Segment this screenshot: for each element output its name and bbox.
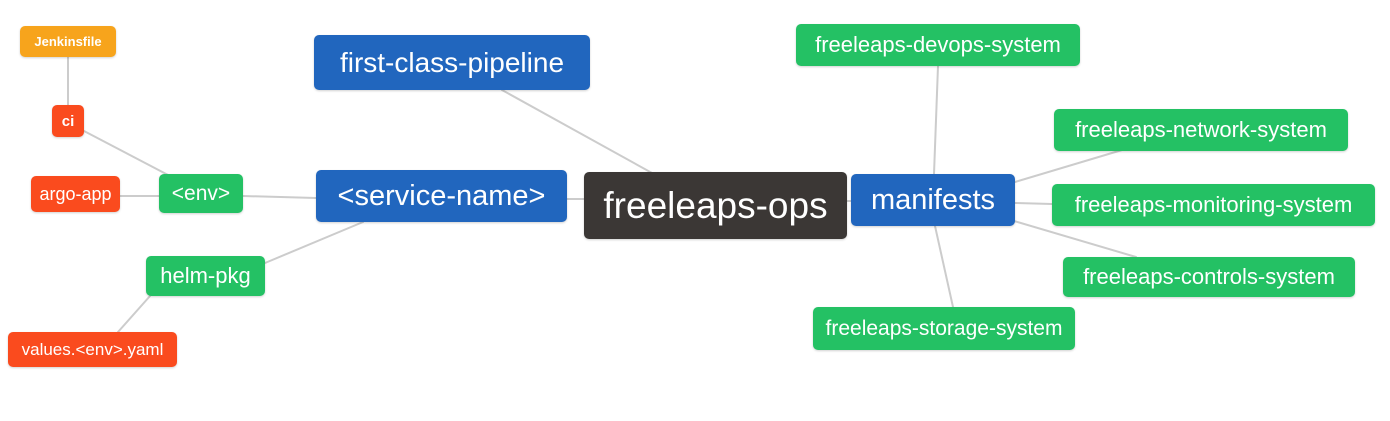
edge-manifests-controls-system [1013, 220, 1137, 258]
edge-helm-pkg-values-env-yaml [117, 295, 151, 333]
edge-manifests-network-system [1014, 149, 1123, 183]
edge-service-name-env [242, 195, 317, 199]
node-freeleaps-devops-system[interactable]: freeleaps-devops-system [796, 24, 1080, 66]
node-argo-app[interactable]: argo-app [31, 176, 120, 212]
node-freeleaps-storage-system[interactable]: freeleaps-storage-system [813, 307, 1075, 350]
node-env[interactable]: <env> [159, 174, 243, 213]
node-freeleaps-ops[interactable]: freeleaps-ops [584, 172, 847, 239]
node-service-name[interactable]: <service-name> [316, 170, 567, 222]
node-freeleaps-monitoring-system[interactable]: freeleaps-monitoring-system [1052, 184, 1375, 226]
node-first-class-pipeline[interactable]: first-class-pipeline [314, 35, 590, 90]
edge-ops-first-class-pipeline [501, 89, 653, 174]
edge-manifests-monitoring-system [1014, 202, 1053, 205]
node-ci[interactable]: ci [52, 105, 84, 137]
node-values-env-yaml[interactable]: values.<env>.yaml [8, 332, 177, 367]
node-jenkinsfile[interactable]: Jenkinsfile [20, 26, 116, 57]
edge-service-name-helm-pkg [264, 221, 364, 264]
node-freeleaps-controls-system[interactable]: freeleaps-controls-system [1063, 257, 1355, 297]
edge-env-ci [83, 130, 171, 177]
edge-manifests-devops-system [933, 65, 939, 175]
node-manifests[interactable]: manifests [851, 174, 1015, 226]
node-helm-pkg[interactable]: helm-pkg [146, 256, 265, 296]
node-freeleaps-network-system[interactable]: freeleaps-network-system [1054, 109, 1348, 151]
edge-manifests-storage-system [934, 225, 954, 308]
